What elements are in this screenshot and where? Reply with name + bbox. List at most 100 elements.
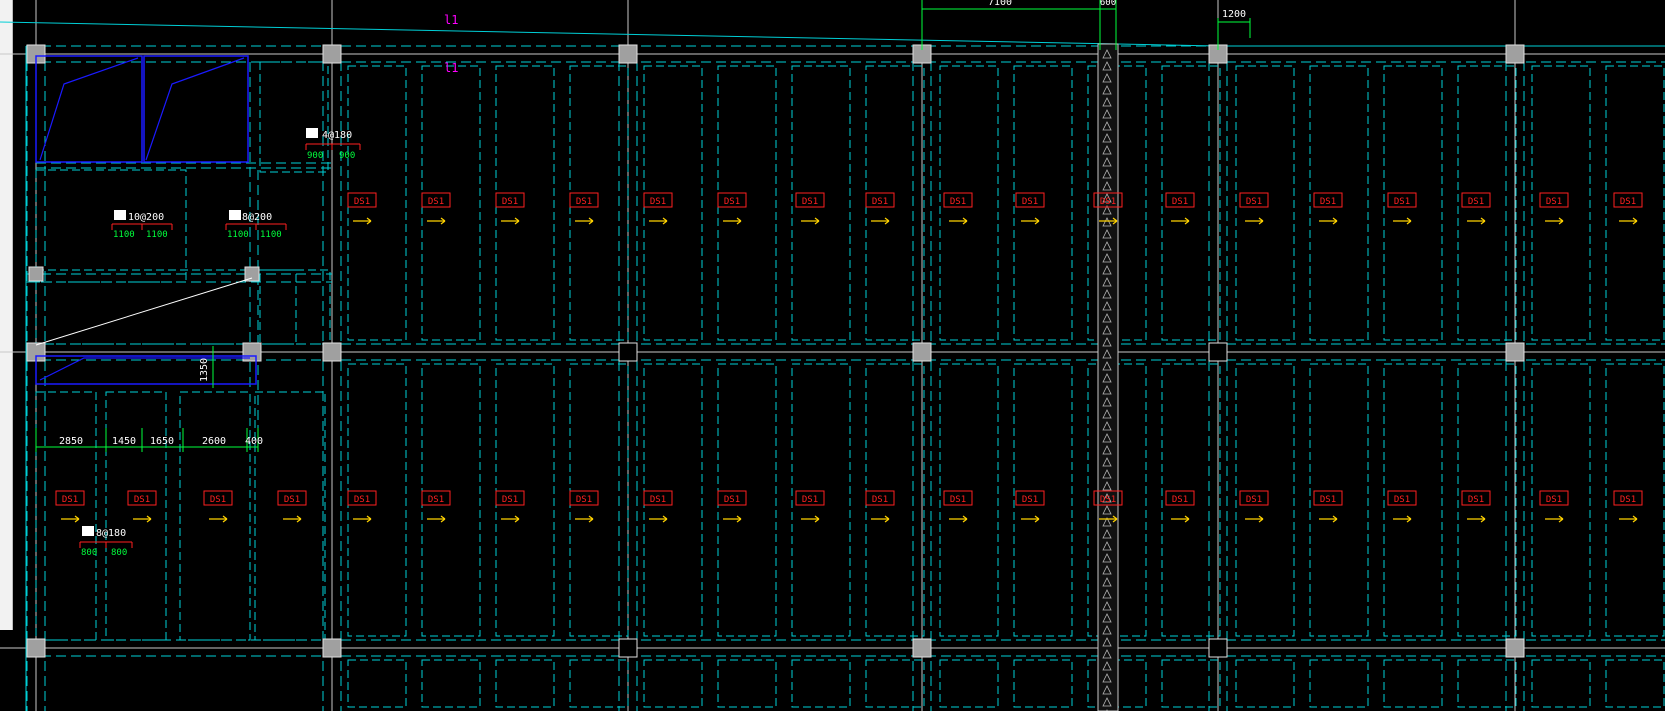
column [1505, 638, 1525, 658]
slab-label-box [421, 490, 451, 506]
span-arrow-head [814, 515, 820, 523]
slab-label-box [717, 192, 747, 208]
rebar-note-3-left: 1100 [227, 230, 249, 240]
rebar-note-4: 8@180 800 800 [79, 526, 133, 558]
hatch-triangle [1102, 325, 1112, 335]
dim-2600: 2600 [202, 436, 226, 447]
slab-label-box [127, 490, 157, 506]
hatch-triangle [1102, 349, 1112, 359]
slab-label-text: DS1 [576, 495, 592, 505]
hatch-triangle [1102, 577, 1112, 587]
hatch-triangle [1102, 421, 1112, 431]
span-arrow-head [296, 515, 302, 523]
slab-panel [495, 659, 555, 708]
slab-label-text: DS1 [1246, 495, 1262, 505]
slab-label-text: DS1 [950, 197, 966, 207]
hatch-triangle [1102, 265, 1112, 275]
slab-label-text: DS1 [354, 197, 370, 207]
hatch-triangle [1102, 157, 1112, 167]
slab-panel [1161, 65, 1221, 341]
slab-label-text: DS1 [1546, 197, 1562, 207]
hatch-triangle [1102, 661, 1112, 671]
column [618, 44, 638, 64]
slab-label-text: DS1 [1022, 197, 1038, 207]
slab-panel [1383, 659, 1443, 708]
span-arrow-head [1034, 217, 1040, 225]
slab-label-text: DS1 [428, 197, 444, 207]
span-arrow-head [1632, 217, 1638, 225]
slab-label-box [1387, 192, 1417, 208]
slab-panel [1235, 65, 1295, 341]
span-arrow-head [1406, 515, 1412, 523]
beam-lines [0, 21, 1665, 711]
slab-label-text: DS1 [1320, 197, 1336, 207]
rebar-note-4-text: 8@180 [96, 528, 126, 539]
slab-label-text: DS1 [428, 495, 444, 505]
slab-label-box [347, 490, 377, 506]
slab-label-text: DS1 [724, 495, 740, 505]
rebar-note-1: 4@180 900 900 [305, 128, 361, 161]
column [912, 638, 932, 658]
slab-panel [1531, 363, 1591, 637]
slab-label-box [1093, 490, 1123, 506]
hatch-triangle [1102, 613, 1112, 623]
slab-panel [254, 391, 326, 641]
hatch-triangle [1102, 373, 1112, 383]
span-arrow-head [1558, 515, 1564, 523]
slab-label-box [1313, 490, 1343, 506]
span-arrow-head [1034, 515, 1040, 523]
slab-label-text: DS1 [1394, 495, 1410, 505]
hatch-triangle [1102, 397, 1112, 407]
span-arrow-head [588, 515, 594, 523]
span-arrow-head [1480, 515, 1486, 523]
span-arrow-head [814, 217, 820, 225]
slab-label-text: DS1 [502, 495, 518, 505]
slab-panel [865, 659, 925, 708]
slab-label-text: DS1 [1620, 495, 1636, 505]
slab-panel [1531, 65, 1591, 341]
stair-diagonal [35, 277, 253, 346]
hatch-triangle [1102, 49, 1112, 59]
span-arrow-head [74, 515, 80, 523]
slab-panel [421, 65, 481, 341]
marker-l1-top: l1 [444, 13, 458, 27]
rebar-note-2-text: 10@200 [128, 212, 164, 223]
slab-label-text: DS1 [1320, 495, 1336, 505]
column [322, 342, 342, 362]
dim-400: 400 [245, 436, 263, 447]
hatch-triangle [1102, 493, 1112, 503]
slab-label-text: DS1 [1620, 197, 1636, 207]
slab-label-text: DS1 [872, 495, 888, 505]
hatch-triangle [1102, 589, 1112, 599]
slab-panel [1235, 659, 1295, 708]
slab-label-text: DS1 [134, 495, 150, 505]
slab-label-box [495, 490, 525, 506]
rebar-note-1-text: 4@180 [322, 130, 352, 141]
slab-panel [791, 363, 851, 637]
column-hollow [618, 638, 638, 658]
hatch-triangle [1102, 229, 1112, 239]
hatch-triangle [1102, 121, 1112, 131]
slab-panel [1013, 65, 1073, 341]
slab-label-box [717, 490, 747, 506]
hatch-triangle [1102, 385, 1112, 395]
hatched-strip [1097, 43, 1119, 711]
slab-panel [643, 65, 703, 341]
span-arrow-head [1332, 515, 1338, 523]
column [26, 638, 46, 658]
column-hollow [1208, 638, 1228, 658]
span-arrow-head [962, 217, 968, 225]
hatch-triangle [1102, 433, 1112, 443]
slab-panel [1161, 659, 1221, 708]
slab-label-text: DS1 [502, 197, 518, 207]
span-arrow-head [962, 515, 968, 523]
slab-label-box [1313, 192, 1343, 208]
slab-label-text: DS1 [724, 197, 740, 207]
slab-panel [1605, 363, 1665, 637]
slab-label-text: DS1 [1100, 197, 1116, 207]
slab-label-box [1239, 490, 1269, 506]
hatch-triangle [1102, 313, 1112, 323]
vertical-dimension: 1350 [199, 346, 214, 388]
